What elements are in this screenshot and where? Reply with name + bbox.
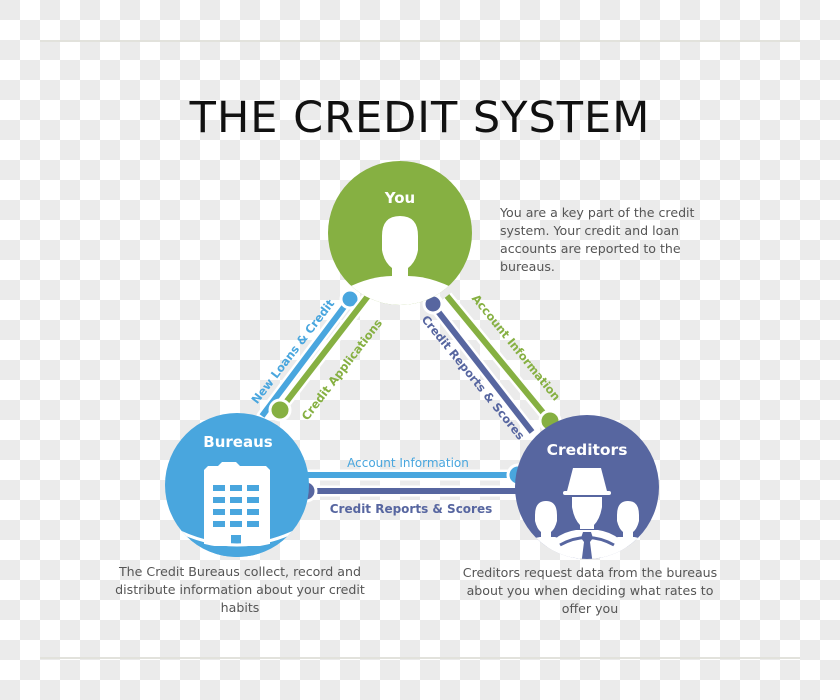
bureaus-label: Bureaus xyxy=(203,433,272,451)
creditors-node: Creditors xyxy=(515,415,659,559)
top-divider-line xyxy=(40,40,800,42)
creditors-description: Creditors request data from the bureaus … xyxy=(462,565,718,616)
bureaus-description: The Credit Bureaus collect, record and d… xyxy=(115,564,365,615)
connector-account-information-you xyxy=(442,292,562,433)
connector-credit-reports-bureaus xyxy=(294,479,525,503)
connector-new-loans-credit xyxy=(256,288,361,422)
connector-credit-reports-you xyxy=(422,293,537,436)
bureaus-node: Bureaus xyxy=(165,413,309,557)
you-label: You xyxy=(384,189,415,207)
label-credit-reports-bureaus: Credit Reports & Scores xyxy=(330,502,493,516)
page-title: THE CREDIT SYSTEM xyxy=(189,93,651,143)
bottom-divider-line xyxy=(40,657,800,659)
connector-credit-applications xyxy=(268,292,373,422)
you-description: You are a key part of the credit system.… xyxy=(500,205,695,274)
label-account-information-bureaus: Account Information xyxy=(347,456,469,470)
you-node: You xyxy=(328,161,472,305)
creditors-label: Creditors xyxy=(547,441,628,459)
